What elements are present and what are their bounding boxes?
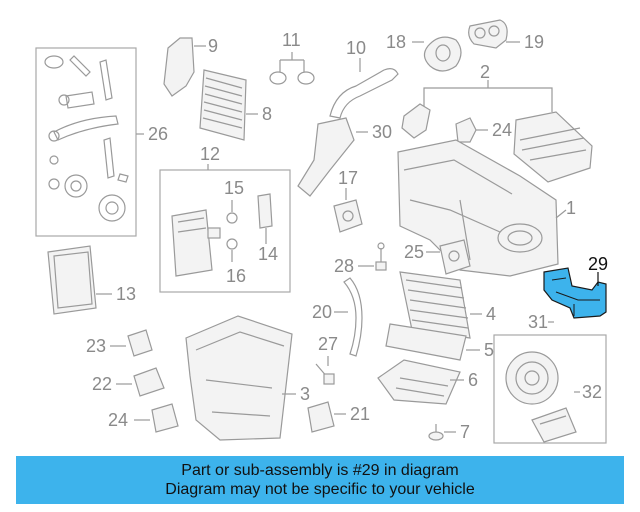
info-banner: Part or sub-assembly is #29 in diagram D… [16,456,624,504]
part-25-actuator [439,239,471,275]
part-26-linkage-set [44,55,129,222]
label-1: 1 [566,198,576,218]
label-30: 30 [372,122,392,142]
part-22-clip [133,367,165,397]
banner-line-1: Part or sub-assembly is #29 in diagram [181,462,459,479]
part-14-valve [257,193,273,229]
banner-line-2: Diagram may not be specific to your vehi… [165,481,475,498]
label-24-upper: 24 [492,120,512,140]
label-26: 26 [148,124,168,144]
part-29-bracket-highlighted[interactable] [543,267,607,319]
label-2: 2 [480,62,490,82]
label-3: 3 [300,384,310,404]
label-18: 18 [386,32,406,52]
part-13-filter [47,245,97,315]
label-32: 32 [582,382,602,402]
part-8-heater-core [199,69,247,141]
label-5: 5 [484,340,494,360]
part-27-sensor [315,363,335,385]
part-3-lower-case [185,315,293,441]
part-20-hose [343,277,363,357]
label-7: 7 [460,422,470,442]
label-23: 23 [86,336,106,356]
part-1-heater-unit [397,139,559,277]
label-11: 11 [282,30,301,50]
label-17: 17 [338,168,358,188]
part-32-resistor [531,407,577,443]
label-13: 13 [116,284,136,304]
part-4-filter-element [399,271,471,339]
group-box-31 [493,334,607,444]
label-22: 22 [92,374,112,394]
group-box-12 [159,169,291,293]
part-30-bracket [297,117,355,197]
label-9: 9 [208,36,218,56]
part-5-tray [385,323,467,361]
label-10: 10 [346,38,366,58]
part-6-lower-panel [377,359,461,405]
part-12-expansion-valve-set [171,209,221,277]
label-19: 19 [524,32,544,52]
label-15: 15 [224,178,244,198]
label-27: 27 [318,334,338,354]
label-16: 16 [226,266,246,286]
part-23-clip [127,329,153,357]
part-2-duct-right [513,111,593,183]
label-21: 21 [350,404,370,424]
part-7-screw [428,424,444,441]
part-10-pipe [329,68,399,119]
label-24-lower: 24 [108,410,128,430]
label-25: 25 [404,242,424,262]
label-12: 12 [200,144,220,164]
part-24-lower-clip [151,403,179,433]
label-20: 20 [312,302,332,322]
part-15-o-ring [226,212,238,224]
part-2-duct-left [401,103,431,139]
part-9-bracket [163,37,195,97]
label-8: 8 [262,104,272,124]
label-14: 14 [258,244,278,264]
part-17-actuator [333,199,363,233]
label-28: 28 [334,256,354,276]
label-31: 31 [528,312,548,332]
label-6: 6 [468,370,478,390]
part-19-grommet [468,19,508,49]
part-16-o-ring [226,238,238,250]
group-box-26 [35,47,137,237]
part-21-module [307,401,335,433]
label-29: 29 [588,254,608,274]
part-31-blower-motor [505,351,559,405]
part-18-grommet [423,36,462,72]
parts-diagram: 26 9 8 11 10 18 19 2 24 [35,19,608,444]
part-11-o-rings [269,52,315,85]
part-24-upper-clip [455,117,477,143]
part-28-bolt [375,242,387,271]
label-4: 4 [486,304,496,324]
